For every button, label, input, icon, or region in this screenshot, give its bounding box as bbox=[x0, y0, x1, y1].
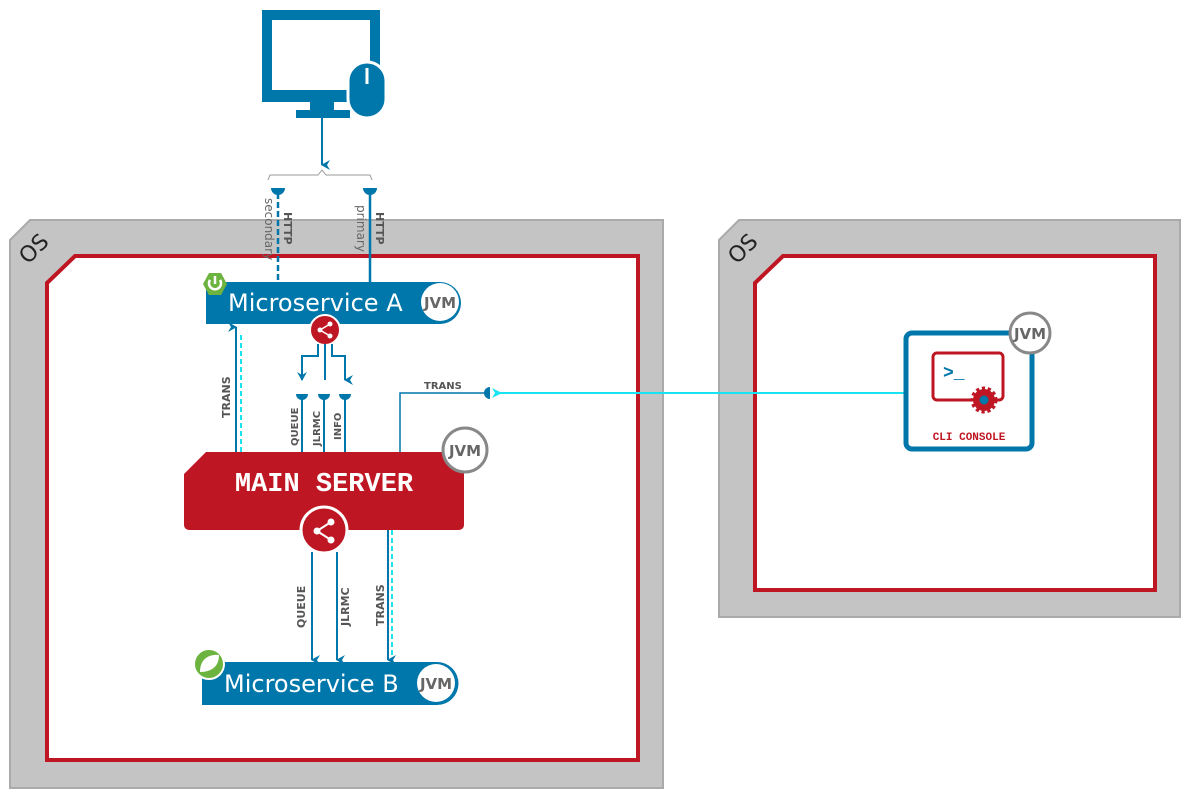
desktop-computer-with-mouse-icon bbox=[262, 10, 388, 120]
queue-label: QUEUE bbox=[290, 407, 301, 446]
microservice-b-name: Microservice B bbox=[224, 670, 399, 698]
jvm-badge: JVM bbox=[448, 442, 481, 460]
microservice-a-name: Microservice A bbox=[228, 289, 403, 317]
main-server-name: MAIN SERVER bbox=[235, 470, 414, 500]
jlrmc-label: JLRMC bbox=[312, 411, 323, 447]
primary-label: primary bbox=[354, 205, 368, 252]
spring-leaf-icon bbox=[193, 648, 225, 680]
trans-label: TRANS bbox=[220, 376, 233, 418]
jvm-badge: JVM bbox=[423, 294, 456, 312]
jlrmc-label: JLRMC bbox=[339, 587, 352, 627]
http-primary-link: HTTP primary bbox=[354, 188, 386, 282]
cli-console[interactable]: >_ CLI CONSOLE JVM bbox=[903, 311, 1052, 452]
share-icon bbox=[299, 505, 349, 555]
share-icon bbox=[309, 314, 341, 346]
trans-label: TRANS bbox=[374, 584, 387, 626]
microservice-a[interactable]: Microservice A JVM bbox=[203, 273, 461, 324]
http-secondary-link: HTTP secondary bbox=[262, 188, 294, 282]
jvm-badge: JVM bbox=[419, 675, 452, 693]
microservice-b[interactable]: Microservice B JVM bbox=[193, 648, 459, 705]
spring-boot-icon bbox=[203, 273, 227, 295]
svg-text:>_: >_ bbox=[943, 364, 965, 384]
jvm-badge: JVM bbox=[1013, 325, 1046, 343]
http-label: HTTP bbox=[373, 212, 386, 245]
trans-cli-label: TRANS bbox=[424, 381, 462, 392]
main-server[interactable]: MAIN SERVER JVM bbox=[184, 426, 489, 555]
info-label: INFO bbox=[333, 413, 344, 440]
brace bbox=[267, 169, 373, 181]
terminal-gear-icon: >_ bbox=[931, 351, 1005, 414]
cli-console-name: CLI CONSOLE bbox=[933, 432, 1006, 444]
http-label: HTTP bbox=[281, 212, 294, 245]
queue-label: QUEUE bbox=[295, 586, 308, 628]
secondary-label: secondary bbox=[262, 198, 276, 260]
